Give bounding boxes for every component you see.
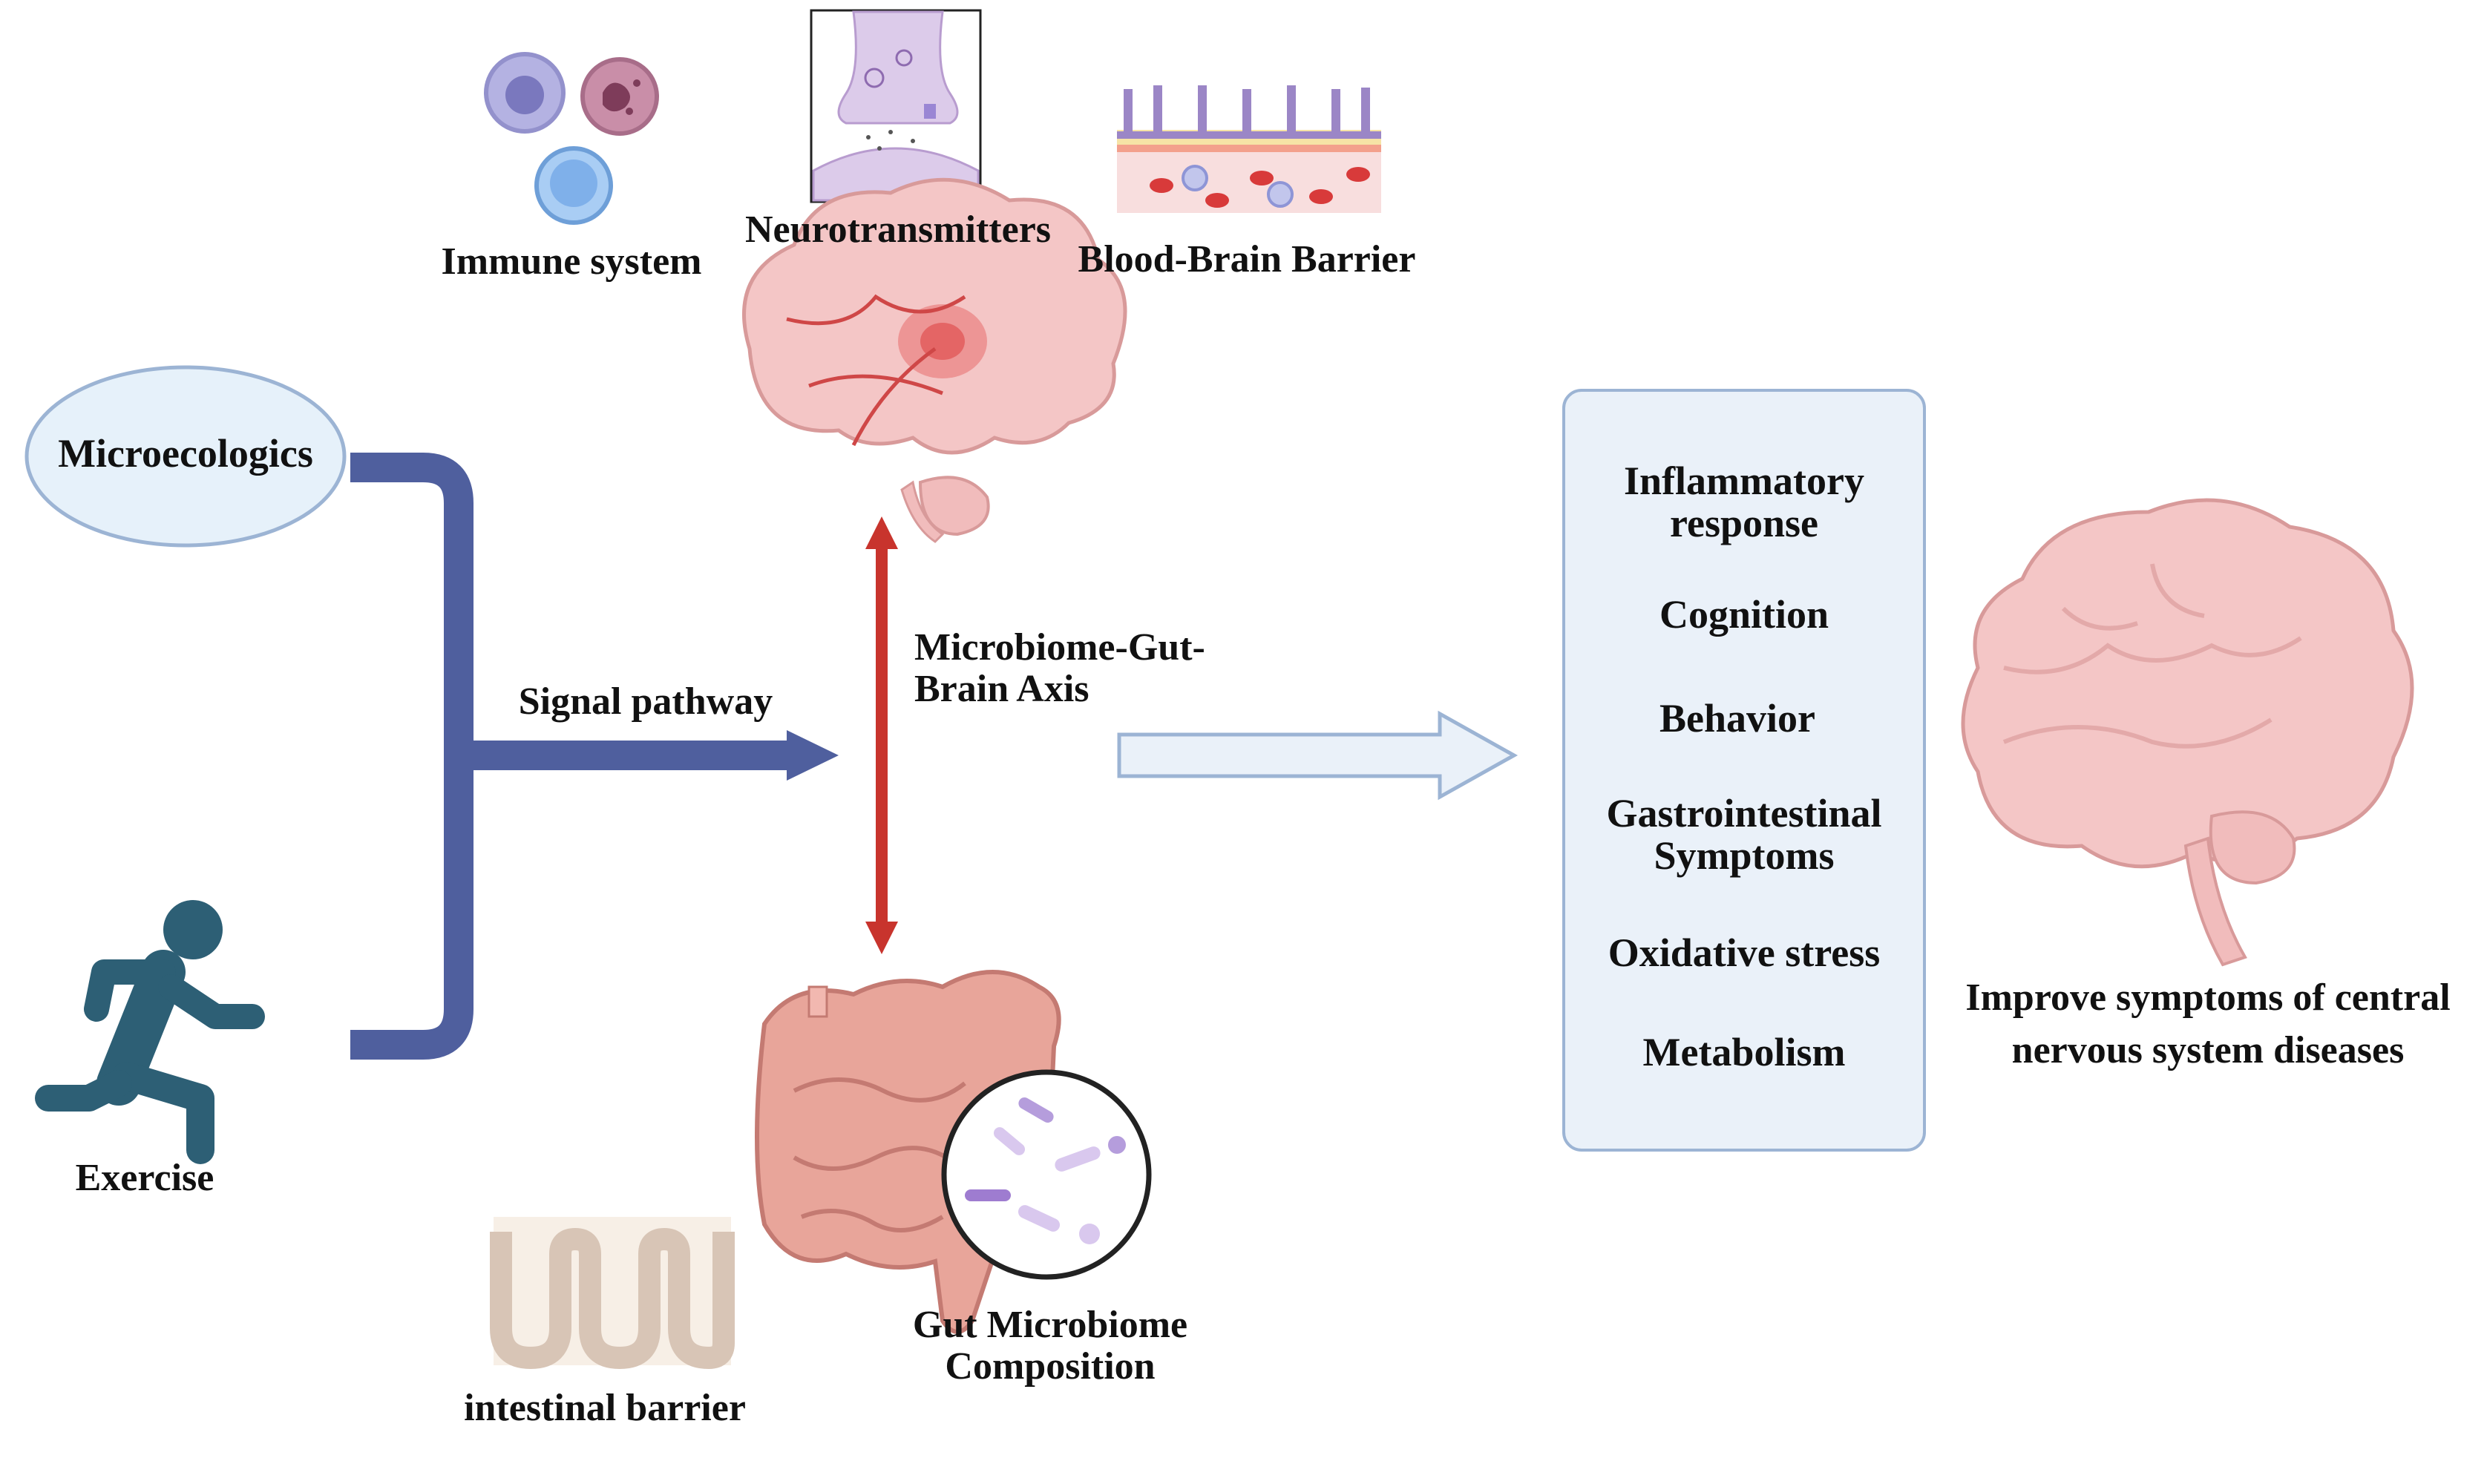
blood-brain-barrier-label: Blood-Brain Barrier — [1078, 238, 1416, 280]
effect-item-metabolism: Metabolism — [1565, 1031, 1923, 1074]
neurotransmitters-label: Neurotransmitters — [744, 209, 1052, 251]
intestinal-barrier-label: intestinal barrier — [464, 1387, 746, 1429]
effect-item-line1: Behavior — [1659, 696, 1815, 741]
effect-item-line2: Symptoms — [1654, 833, 1835, 879]
effect-item-cognition: Cognition — [1565, 592, 1923, 637]
microbiome-gut-brain-axis-arrow — [865, 516, 898, 954]
effects-box: Inflammatory response Cognition Behavior… — [1562, 389, 1926, 1152]
outcome-label: Improve symptoms of central nervous syst… — [1952, 972, 2464, 1077]
effect-item-line1: Oxidative stress — [1608, 930, 1881, 975]
intestinal-barrier-icon — [490, 1217, 735, 1370]
effect-item-line1: Inflammatory — [1624, 459, 1864, 503]
effect-item-behavior: Behavior — [1565, 697, 1923, 740]
signal-pathway-label: Signal pathway — [518, 680, 773, 723]
result-arrow — [1117, 710, 1518, 801]
immune-cells-icon — [484, 52, 659, 225]
outcome-line1: Improve symptoms of central — [1965, 976, 2451, 1019]
effect-item-inflammatory: Inflammatory response — [1565, 459, 1923, 546]
exercise-label: Exercise — [75, 1157, 214, 1199]
gut-microbiome-line1: Gut Microbiome — [912, 1304, 1188, 1346]
brain-top-icon — [742, 177, 1127, 543]
outcome-line2: nervous system diseases — [2011, 1028, 2405, 1071]
axis-label-line1: Microbiome-Gut- — [914, 626, 1205, 669]
microecologics-label: Microecologics — [58, 431, 313, 476]
runner-icon — [35, 900, 265, 1164]
effect-item-line1: Cognition — [1659, 592, 1829, 637]
effect-item-oxidative-stress: Oxidative stress — [1565, 930, 1923, 975]
microbiome-circle-icon — [941, 1069, 1152, 1280]
immune-system-label: Immune system — [441, 240, 702, 283]
microecologics-ellipse — [24, 365, 347, 548]
gut-microbiome-line2: Composition — [945, 1345, 1156, 1388]
gut-microbiome-label: Gut Microbiome Composition — [853, 1304, 1247, 1388]
effect-item-line1: Metabolism — [1642, 1030, 1846, 1074]
axis-label-line2: Brain Axis — [914, 668, 1090, 711]
effect-item-line2: response — [1669, 501, 1819, 546]
synapse-icon — [810, 9, 982, 203]
blood-brain-barrier-icon — [1117, 85, 1381, 213]
brain-outcome-icon — [1961, 498, 2414, 967]
signal-pathway-connector — [350, 453, 839, 1060]
effect-item-gastrointestinal: Gastrointestinal Symptoms — [1565, 792, 1923, 877]
effect-item-line1: Gastrointestinal — [1606, 791, 1882, 835]
axis-label: Microbiome-Gut- Brain Axis — [914, 626, 1205, 711]
